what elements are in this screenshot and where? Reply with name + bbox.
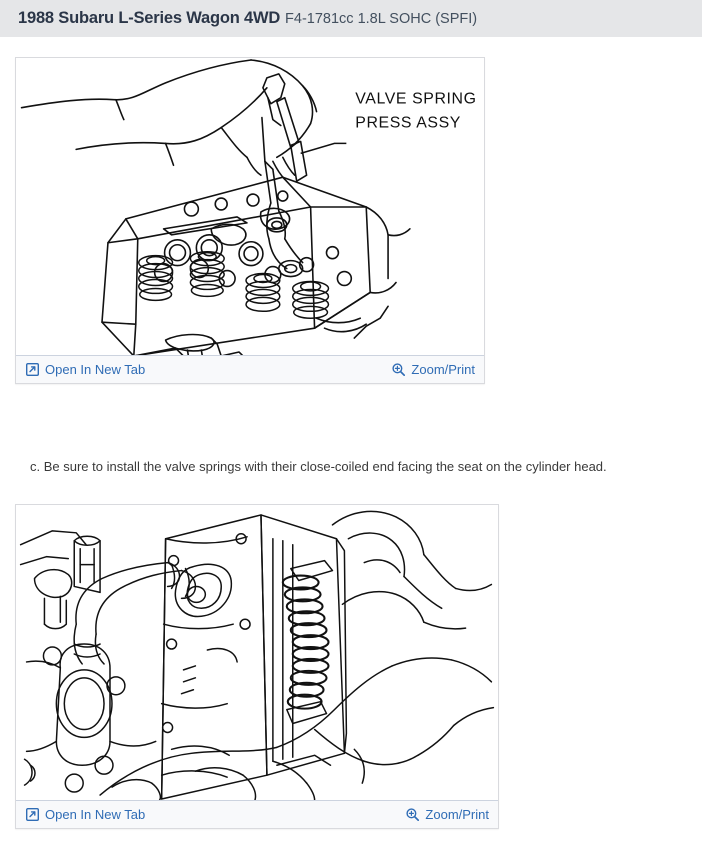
annotation-label-line-2: PRESS ASSY — [355, 115, 461, 132]
spring-installation-illustration — [19, 510, 495, 800]
annotation-label-line-1: VALVE SPRING — [355, 91, 476, 108]
external-link-icon — [26, 808, 39, 821]
figure-image-spring-installation[interactable] — [16, 505, 498, 800]
figure-caption-bar: Open In New Tab Zoom/Print — [16, 800, 498, 828]
engine-spec-label: F4-1781cc 1.8L SOHC (SPFI) — [285, 10, 478, 27]
open-in-new-tab-label: Open In New Tab — [45, 362, 146, 377]
vehicle-header-bar: 1988 Subaru L-Series Wagon 4WD F4-1781cc… — [0, 0, 702, 37]
vehicle-title: 1988 Subaru L-Series Wagon 4WD — [18, 9, 281, 27]
magnifier-plus-icon — [406, 808, 420, 821]
zoom-print-label: Zoom/Print — [425, 807, 489, 822]
zoom-print-label: Zoom/Print — [411, 362, 475, 377]
external-link-icon — [26, 363, 39, 376]
figure-card-valve-spring-press: VALVE SPRING PRESS ASSY Open In New Tab — [15, 57, 485, 384]
open-in-new-tab-button[interactable]: Open In New Tab — [26, 808, 145, 821]
zoom-print-button[interactable]: Zoom/Print — [406, 808, 489, 821]
magnifier-plus-icon — [392, 363, 406, 376]
valve-spring-press-illustration: VALVE SPRING PRESS ASSY — [20, 59, 476, 355]
open-in-new-tab-label: Open In New Tab — [45, 807, 146, 822]
figure-card-spring-installation: Open In New Tab Zoom/Print — [15, 504, 499, 829]
figure-caption-bar: Open In New Tab Zoom/Print — [16, 355, 484, 383]
step-instruction-text: c. Be sure to install the valve springs … — [30, 459, 607, 474]
zoom-print-button[interactable]: Zoom/Print — [392, 363, 475, 376]
figure-image-valve-spring-press[interactable]: VALVE SPRING PRESS ASSY — [16, 58, 484, 355]
annotation-leader-line — [300, 142, 347, 155]
open-in-new-tab-button[interactable]: Open In New Tab — [26, 363, 145, 376]
